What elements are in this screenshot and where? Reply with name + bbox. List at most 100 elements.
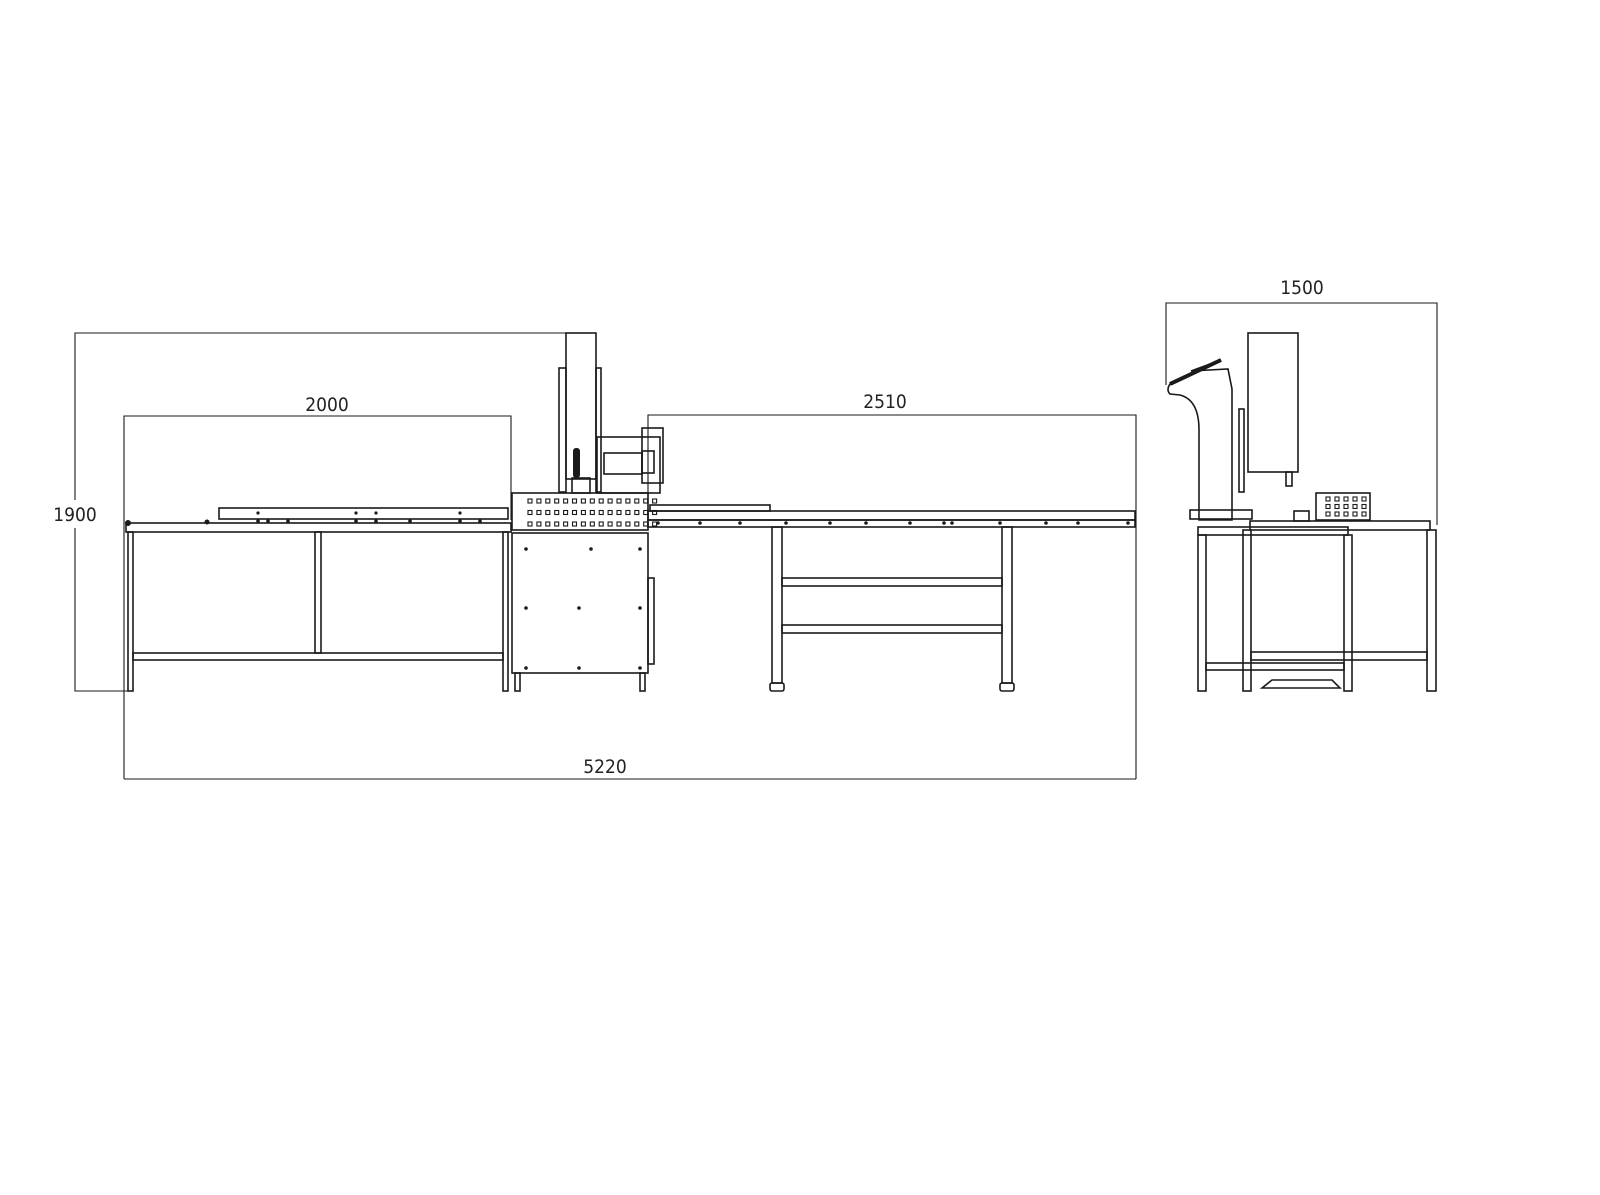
bolt-hole (458, 511, 462, 515)
vent-hole (563, 521, 569, 527)
vent-hole (652, 521, 658, 527)
bolt-hole (408, 519, 412, 523)
bolt-hole (864, 521, 868, 525)
vent-hole (634, 521, 640, 527)
bolt-hole (577, 606, 581, 610)
vent-hole (571, 509, 578, 516)
bolt-hole (354, 519, 358, 523)
vent-hole (1361, 496, 1367, 502)
vent-hole (1334, 511, 1340, 517)
vent-hole (589, 509, 595, 516)
vent-hole (1334, 496, 1340, 502)
vent-hole (652, 498, 658, 504)
vent-hole (554, 498, 560, 504)
vent-hole (634, 509, 640, 516)
vent-hole (1352, 503, 1358, 510)
vent-hole (536, 521, 542, 527)
bolt-hole (908, 521, 912, 525)
bolt-hole (374, 511, 378, 515)
bolt-hole (524, 666, 528, 670)
dim-2000-label: 2000 (305, 394, 349, 416)
vent-hole (625, 498, 631, 504)
infeed-table (125, 507, 512, 692)
bolt-hole (266, 519, 270, 523)
vent-hole (563, 509, 569, 516)
vent-hole (1361, 511, 1367, 517)
bolt-hole (577, 666, 581, 670)
vent-hole (545, 498, 551, 504)
vent-hole (1334, 503, 1340, 510)
bolt-hole (256, 519, 260, 523)
vent-hole (1343, 496, 1349, 502)
vent-hole (589, 498, 595, 504)
vent-hole (598, 521, 604, 527)
vent-hole (1343, 511, 1349, 517)
bolt-hole (638, 547, 642, 551)
dim-2000-line (123, 415, 512, 779)
bolt-hole (286, 519, 290, 523)
vent-hole (607, 521, 613, 527)
bolt-hole (656, 521, 660, 525)
bolt-hole (1076, 521, 1080, 525)
vent-hole (580, 509, 586, 516)
vent-hole (625, 521, 631, 527)
outfeed-conveyor (647, 504, 1136, 692)
vent-hole (580, 521, 586, 527)
vent-hole (536, 498, 542, 504)
vent-hole (607, 509, 613, 516)
vent-hole (616, 498, 622, 504)
bolt-hole (950, 521, 954, 525)
vent-hole (643, 521, 649, 527)
vent-hole (527, 498, 533, 504)
vent-hole (1343, 503, 1349, 510)
vent-hole (563, 498, 569, 504)
vent-hole (616, 509, 622, 516)
bolt-hole (828, 521, 832, 525)
bolt-hole (698, 521, 702, 525)
bolt-hole (638, 666, 642, 670)
vent-hole (598, 498, 604, 504)
bolt-hole (524, 606, 528, 610)
dim-height-line (74, 332, 594, 692)
bolt-hole (942, 521, 946, 525)
bolt-hole (524, 547, 528, 551)
cutting-machine (511, 332, 664, 692)
vent-hole (1352, 511, 1358, 517)
bolt-hole (374, 519, 378, 523)
vent-hole (571, 521, 578, 527)
dimension-lines (52, 302, 1438, 780)
bolt-hole (589, 547, 593, 551)
vent-hole (527, 521, 533, 527)
vent-hole (634, 498, 640, 504)
bolt-hole (1126, 521, 1130, 525)
vent-hole (536, 509, 542, 516)
vent-hole (1325, 511, 1331, 517)
vent-hole (1361, 503, 1367, 510)
dim-1500-label: 1500 (1280, 277, 1324, 299)
vent-hole (545, 509, 551, 516)
vent-hole (1352, 496, 1358, 502)
vent-hole (1325, 503, 1331, 510)
vent-hole (571, 498, 578, 504)
vent-hole (545, 521, 551, 527)
bolt-hole (638, 606, 642, 610)
vent-hole (607, 498, 613, 504)
vent-hole (616, 521, 622, 527)
vent-hole (580, 498, 586, 504)
dim-2510-label: 2510 (863, 391, 907, 413)
vent-hole (625, 509, 631, 516)
vent-hole (589, 521, 595, 527)
bolt-hole (1044, 521, 1048, 525)
vent-hole (527, 509, 533, 516)
side-view (1167, 332, 1437, 692)
bolt-hole (784, 521, 788, 525)
vent-hole (598, 509, 604, 516)
vent-hole (554, 521, 560, 527)
dim-1500-line (1165, 302, 1438, 525)
dim-height-label-bg (52, 500, 98, 528)
vent-hole (643, 498, 649, 504)
vent-hole (554, 509, 560, 516)
bolt-hole (354, 511, 358, 515)
